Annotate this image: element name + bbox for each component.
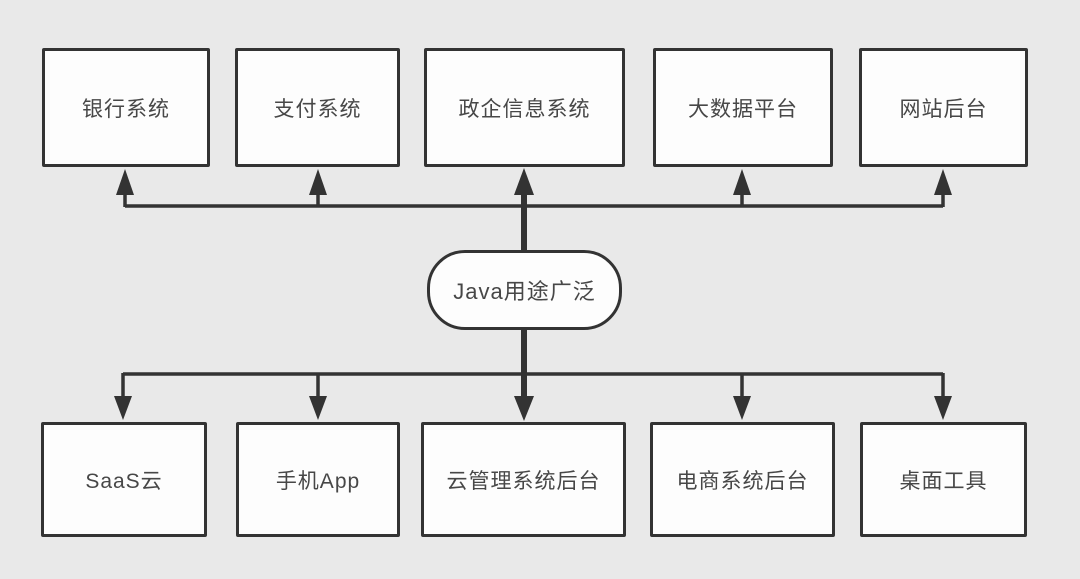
center-node-label: Java用途广泛	[453, 279, 596, 304]
node-payment-system: 支付系统	[235, 48, 400, 167]
node-label: 网站后台	[899, 97, 988, 121]
arrow-down-icon	[934, 396, 952, 420]
arrow-up-icon	[934, 169, 952, 195]
node-bank-system: 银行系统	[42, 48, 210, 167]
node-desktop-tools: 桌面工具	[860, 422, 1027, 537]
node-bigdata-platform: 大数据平台	[653, 48, 833, 167]
node-label: 大数据平台	[688, 97, 798, 121]
node-gov-info-system: 政企信息系统	[424, 48, 625, 167]
node-website-backend: 网站后台	[859, 48, 1028, 167]
node-java-uses-center: Java用途广泛	[427, 250, 622, 330]
arrow-up-icon	[309, 169, 327, 195]
arrow-up-icon	[733, 169, 751, 195]
arrow-down-icon	[309, 396, 327, 420]
node-mobile-app: 手机App	[236, 422, 400, 537]
node-saas-cloud: SaaS云	[41, 422, 207, 537]
arrow-up-icon	[514, 168, 534, 195]
node-label: 支付系统	[273, 97, 362, 121]
arrow-down-icon	[733, 396, 751, 420]
node-label: 政企信息系统	[458, 97, 591, 121]
node-label: 手机App	[275, 469, 361, 493]
arrow-down-icon	[514, 396, 534, 421]
top-connector-group	[116, 168, 952, 251]
node-label: 电商系统后台	[676, 469, 809, 493]
arrow-down-icon	[114, 396, 132, 420]
bottom-connector-group	[114, 329, 952, 421]
node-label: SaaS云	[85, 469, 163, 493]
node-label: 银行系统	[82, 97, 170, 121]
arrow-up-icon	[116, 169, 134, 195]
node-label: 云管理系统后台	[446, 469, 601, 493]
node-label: 桌面工具	[899, 469, 988, 493]
node-ecommerce-backend: 电商系统后台	[650, 422, 835, 537]
node-cloud-mgmt-backend: 云管理系统后台	[421, 422, 626, 537]
